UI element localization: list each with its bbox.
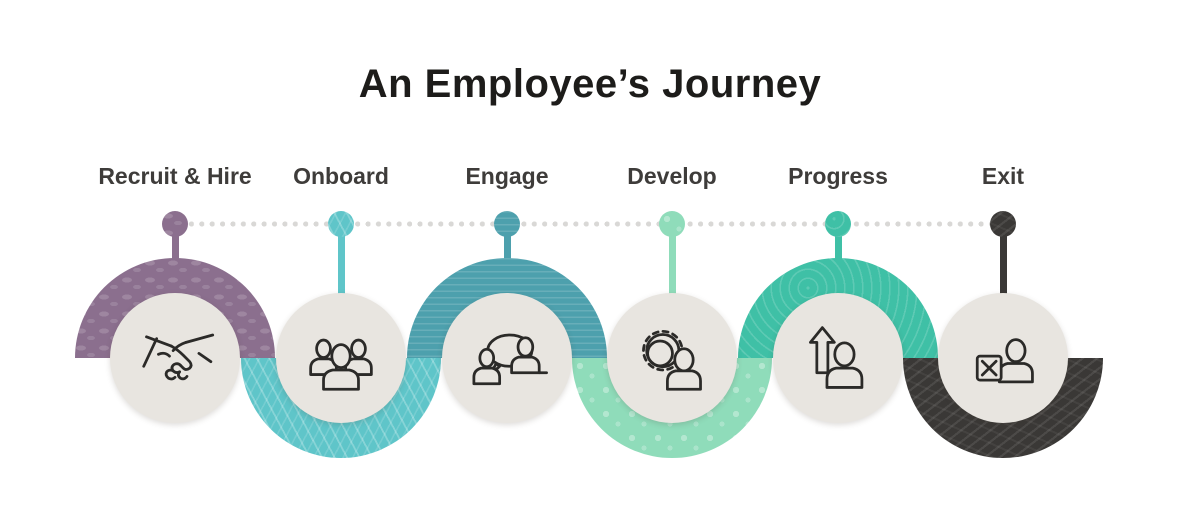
icon-circle (276, 293, 406, 423)
team-icon (309, 338, 373, 391)
handshake-icon (142, 333, 215, 381)
stage-label: Develop (627, 163, 717, 189)
stem-line (337, 232, 345, 296)
wave-bowl (903, 358, 1103, 458)
growth-arrow-icon (809, 326, 864, 389)
wave-dome (75, 258, 275, 358)
stage-label: Engage (465, 163, 549, 189)
stem-line (171, 232, 179, 266)
stage-label: Exit (981, 163, 1025, 189)
timeline-dotted-line (176, 220, 1004, 228)
icon-circle (938, 293, 1068, 423)
wave-bowl (241, 358, 441, 458)
wave-bowl (572, 358, 772, 458)
icon-circle (773, 293, 903, 423)
icon-circle (442, 293, 572, 423)
stem-line (834, 232, 842, 266)
exit-person-icon (975, 338, 1034, 384)
icon-circle (607, 293, 737, 423)
gear-person-icon (642, 329, 702, 391)
stem-line (503, 232, 511, 266)
page-title: An Employee’s Journey (358, 62, 822, 106)
stem-line (999, 232, 1007, 296)
stem-line (668, 232, 676, 296)
stage-label: Recruit & Hire (98, 163, 252, 189)
wave-dome (407, 258, 607, 358)
stage-label: Progress (788, 163, 888, 189)
stage-label: Onboard (293, 163, 389, 189)
conversation-icon (472, 333, 548, 386)
icon-circle (110, 293, 240, 423)
wave-dome (738, 258, 938, 358)
